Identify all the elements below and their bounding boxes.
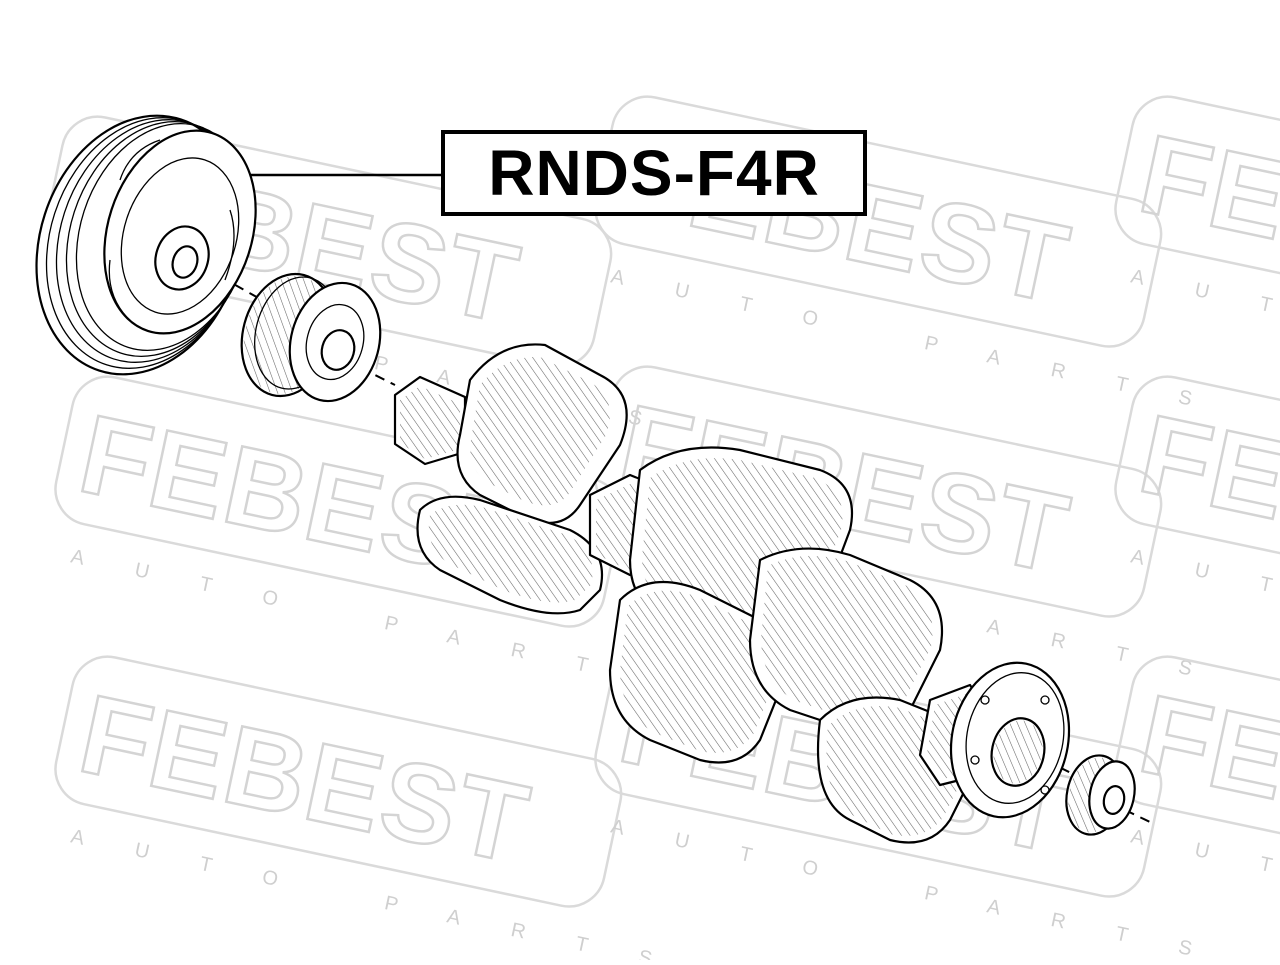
part-number-label: RNDS-F4R: [441, 130, 867, 216]
crankshaft-pulley: [35, 114, 257, 376]
part-number-text: RNDS-F4R: [488, 137, 820, 209]
pilot-bearing: [1065, 754, 1136, 836]
timing-gear: [240, 272, 382, 403]
rear-flange: [949, 661, 1071, 819]
watermark-3: FEBEST AUTO PARTS: [1114, 95, 1280, 421]
